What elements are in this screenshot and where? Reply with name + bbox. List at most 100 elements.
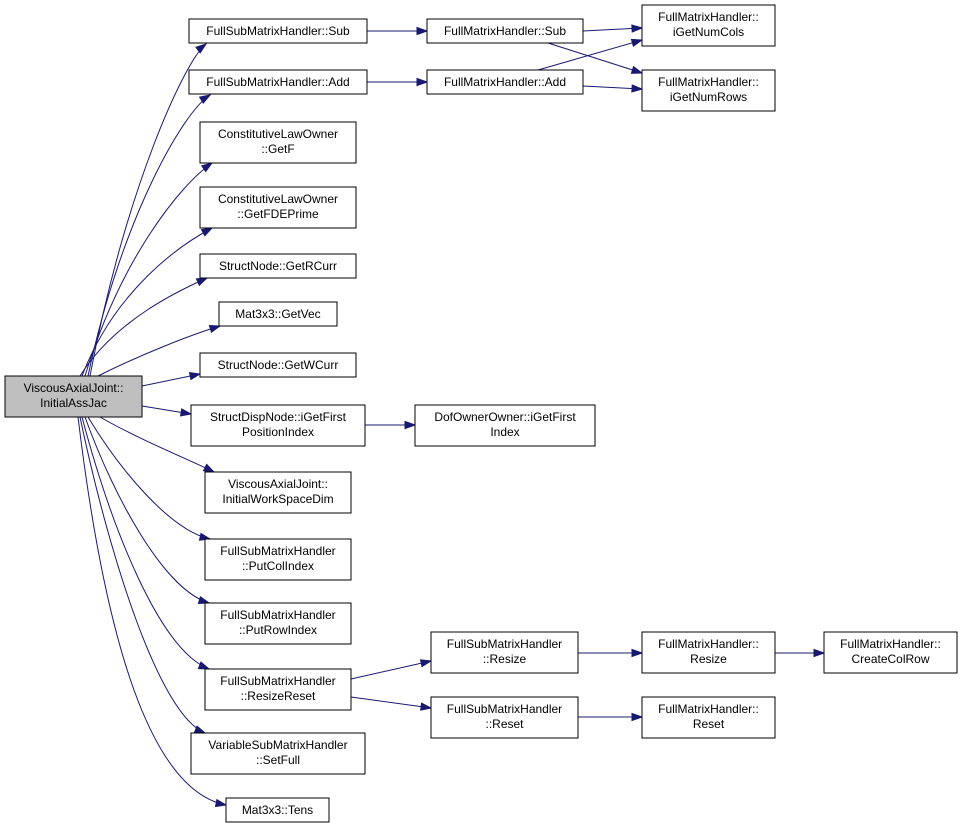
edge-fsub_resizereset-to-fsub_reset — [350, 696, 433, 711]
node-box — [188, 18, 368, 44]
node-box — [199, 121, 357, 164]
node-label-line: ::Reset — [485, 717, 524, 731]
node-label-line: FullMatrixHandler:: — [840, 637, 941, 651]
edge-root-to-vsub_setfull — [79, 416, 207, 734]
node-box — [4, 375, 143, 418]
node-label-line: StructNode::GetWCurr — [218, 358, 339, 372]
node-box — [823, 631, 958, 674]
node-box — [188, 69, 368, 95]
node-label-line: Resize — [690, 652, 727, 666]
node-fm-add[interactable]: FullMatrixHandler::Add — [426, 69, 584, 95]
node-label-line: FullSubMatrixHandler — [447, 702, 562, 716]
edge-fm_add-to-fm_getcols — [537, 38, 644, 71]
node-fm-createcolrow[interactable]: FullMatrixHandler::CreateColRow — [823, 631, 958, 674]
edge-root-to-fsub_putrow — [84, 416, 211, 605]
node-label-line: FullMatrixHandler::Sub — [444, 24, 566, 38]
node-fm-resize[interactable]: FullMatrixHandler::Resize — [641, 631, 776, 674]
node-label-line: FullSubMatrixHandler::Add — [206, 75, 349, 89]
node-fsub-add[interactable]: FullSubMatrixHandler::Add — [188, 69, 368, 95]
edge-root-to-fsub_resizereset — [81, 416, 211, 670]
edge-fsub_sub-to-fm_sub — [367, 26, 429, 36]
edge-fm_add-to-fm_getrows — [582, 84, 644, 93]
node-sn-getrcurr[interactable]: StructNode::GetRCurr — [199, 253, 357, 279]
node-box — [190, 732, 366, 775]
node-box — [430, 696, 579, 739]
edge-fsub_resizereset-to-fsub_resize — [350, 659, 433, 680]
node-box — [426, 18, 584, 44]
node-box — [190, 404, 366, 447]
node-label-line: FullMatrixHandler:: — [658, 702, 759, 716]
node-label-line: iGetNumRows — [670, 90, 747, 104]
node-label-line: ::PutColIndex — [242, 559, 314, 573]
node-label-line: FullMatrixHandler::Add — [444, 75, 566, 89]
node-label-line: VariableSubMatrixHandler — [208, 738, 347, 752]
node-label-line: ViscousAxialJoint:: — [24, 381, 124, 395]
node-fm-getrows[interactable]: FullMatrixHandler::iGetNumRows — [641, 69, 776, 112]
node-label-line: FullSubMatrixHandler — [220, 608, 335, 622]
node-label-line: ::ResizeReset — [241, 689, 316, 703]
node-label-line: StructDispNode::iGetFirst — [210, 410, 347, 424]
edge-sdn_igetfirst-to-doo_igetfirst — [365, 420, 417, 430]
node-mat-tens[interactable]: Mat3x3::Tens — [225, 797, 330, 823]
node-vaj-initws[interactable]: ViscousAxialJoint::InitialWorkSpaceDim — [204, 471, 352, 514]
node-box — [199, 253, 357, 279]
edge-fsub_reset-to-fm_reset — [578, 712, 644, 722]
edge-fm_resize-to-fm_createcolrow — [775, 648, 826, 658]
edge-root-to-sn_getrcurr — [79, 277, 209, 377]
node-clo-getfde[interactable]: ConstitutiveLawOwner::GetFDEPrime — [199, 186, 357, 229]
node-label-line: ::PutRowIndex — [239, 623, 317, 637]
node-root: ViscousAxialJoint::InitialAssJac — [4, 375, 143, 418]
node-box — [204, 668, 352, 711]
node-label-line: FullSubMatrixHandler::Sub — [206, 24, 350, 38]
edge-root-to-clo_getfde — [81, 227, 214, 377]
node-label-line: Reset — [693, 717, 725, 731]
node-label-line: DofOwnerOwner::iGetFirst — [434, 410, 576, 424]
node-label-line: PositionIndex — [242, 425, 314, 439]
node-fsub-sub[interactable]: FullSubMatrixHandler::Sub — [188, 18, 368, 44]
node-fsub-reset[interactable]: FullSubMatrixHandler::Reset — [430, 696, 579, 739]
node-mat-getvec[interactable]: Mat3x3::GetVec — [218, 301, 338, 327]
edge-root-to-clo_getf — [84, 162, 214, 377]
node-vsub-setfull[interactable]: VariableSubMatrixHandler::SetFull — [190, 732, 366, 775]
node-fsub-resize[interactable]: FullSubMatrixHandler::Resize — [430, 631, 579, 674]
node-fsub-resizereset[interactable]: FullSubMatrixHandler::ResizeReset — [204, 668, 352, 711]
edge-fsub_resize-to-fm_resize — [578, 648, 644, 658]
edge-root-to-mat_tens — [77, 416, 228, 808]
edge-root-to-vaj_initws — [99, 416, 216, 473]
node-label-line: ::SetFull — [256, 753, 300, 767]
node-clo-getf[interactable]: ConstitutiveLawOwner::GetF — [199, 121, 357, 164]
node-label-line: StructNode::GetRCurr — [219, 259, 337, 273]
node-box — [414, 404, 596, 447]
node-box — [218, 301, 338, 327]
node-fm-getcols[interactable]: FullMatrixHandler::iGetNumCols — [641, 4, 776, 47]
edge-root-to-mat_getvec — [97, 324, 222, 377]
node-label-line: iGetNumCols — [673, 25, 744, 39]
node-label-line: ViscousAxialJoint:: — [228, 477, 328, 491]
node-fm-reset[interactable]: FullMatrixHandler::Reset — [641, 696, 776, 739]
node-box — [225, 797, 330, 823]
node-label-line: FullMatrixHandler:: — [658, 10, 759, 24]
node-label-line: ConstitutiveLawOwner — [218, 192, 338, 206]
node-label-line: FullSubMatrixHandler — [220, 544, 335, 558]
edge-fm_sub-to-fm_getrows — [547, 42, 644, 74]
node-fsub-putcol[interactable]: FullSubMatrixHandler::PutColIndex — [204, 538, 352, 581]
edge-fm_sub-to-fm_getcols — [582, 24, 644, 33]
node-box — [204, 471, 352, 514]
node-box — [199, 352, 357, 378]
node-label-line: ::GetFDEPrime — [237, 207, 319, 221]
edge-root-to-fsub_add — [87, 94, 212, 377]
node-label-line: ConstitutiveLawOwner — [218, 127, 338, 141]
node-sn-getwcurr[interactable]: StructNode::GetWCurr — [199, 352, 357, 378]
node-box — [641, 69, 776, 112]
node-fm-sub[interactable]: FullMatrixHandler::Sub — [426, 18, 584, 44]
node-label-line: Index — [490, 425, 519, 439]
node-label-line: Mat3x3::Tens — [242, 803, 313, 817]
node-fsub-putrow[interactable]: FullSubMatrixHandler::PutRowIndex — [204, 602, 352, 645]
node-label-line: ::Resize — [483, 652, 527, 666]
node-label-line: FullSubMatrixHandler — [220, 674, 335, 688]
node-label-line: Mat3x3::GetVec — [235, 307, 320, 321]
node-box — [199, 186, 357, 229]
